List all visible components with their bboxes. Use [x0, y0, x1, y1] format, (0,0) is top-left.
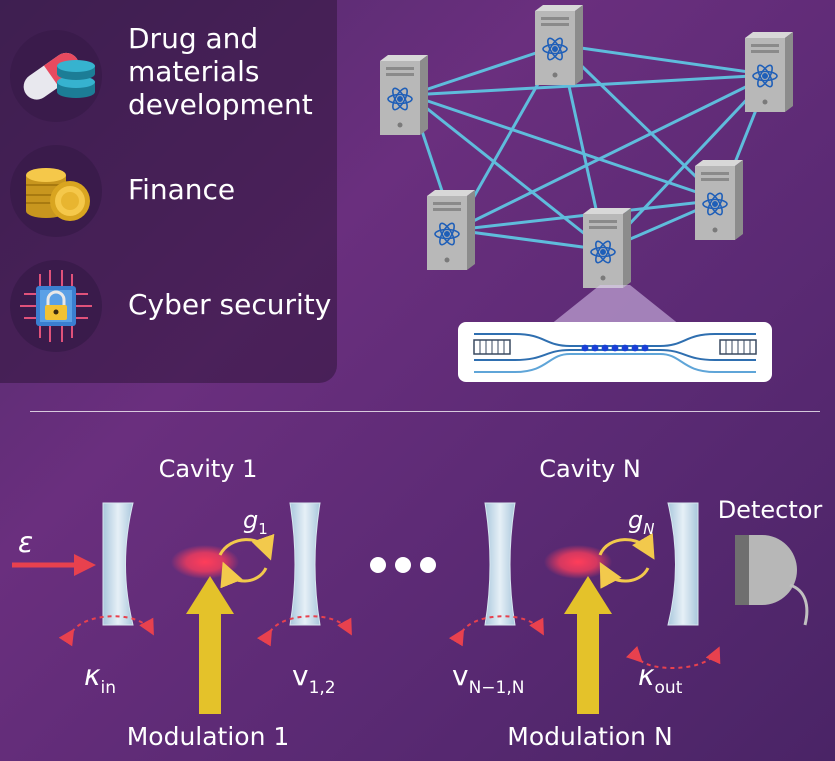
ion: [611, 344, 619, 352]
modulation-arrow-n: [564, 576, 612, 714]
server-atom-icon: [583, 208, 632, 288]
mirror-input: [102, 502, 134, 626]
mirror-1-2: [289, 502, 321, 626]
atom-n: [544, 545, 612, 579]
server-atom-icon: [427, 190, 476, 270]
coupling-g1-label: g1: [243, 506, 268, 538]
input-field-label: ε: [18, 526, 33, 559]
coupling-arrow-n: [598, 532, 655, 589]
applications-panel: Drug and materials development Finance: [0, 0, 337, 383]
modulation-arrow-1: [186, 576, 234, 714]
modulation-1-label: Modulation 1: [127, 722, 290, 751]
app-label-drug: Drug and materials development: [128, 22, 313, 121]
kappa-out-arrow: [625, 645, 721, 669]
detector-icon: [735, 535, 809, 626]
kappa-in-arrow: [58, 615, 154, 647]
chip-lock-icon: [10, 260, 102, 352]
server-atom-icon: [380, 55, 429, 135]
coupling-gn-label: gN: [628, 506, 654, 538]
app-label-cyber: Cyber security: [128, 288, 332, 321]
nu-n-arrow: [448, 615, 544, 647]
trapped-ions: [581, 344, 649, 352]
mirror-n-1-n: [484, 502, 516, 626]
kappa-out-label: κout: [638, 659, 683, 698]
nu-n-label: vN−1,N: [452, 659, 524, 698]
ion: [641, 344, 649, 352]
pill-icon: [10, 30, 102, 122]
server-atom-icon: [745, 32, 794, 112]
cavity-1-label: Cavity 1: [159, 455, 258, 483]
coins-icon: [10, 145, 102, 237]
cavity-n-label: Cavity N: [539, 455, 641, 483]
ion: [631, 344, 639, 352]
detector-label: Detector: [718, 496, 823, 524]
network-links: [408, 43, 772, 252]
ion: [621, 344, 629, 352]
app-label-finance: Finance: [128, 173, 236, 206]
server-atom-icon: [695, 160, 744, 240]
zoom-cone: [550, 285, 680, 325]
nu-12-arrow: [256, 615, 352, 647]
ellipsis-icon: [370, 557, 436, 573]
coupling-arrow-1: [218, 533, 275, 589]
mirror-output: [667, 502, 699, 626]
section-divider: [30, 411, 820, 412]
ion: [581, 344, 589, 352]
modulation-n-label: Modulation N: [507, 722, 672, 751]
nu-12-label: v1,2: [292, 659, 336, 698]
ion: [591, 344, 599, 352]
ion: [601, 344, 609, 352]
server-atom-icon: [535, 5, 584, 85]
ion-trap-card: [458, 322, 772, 382]
kappa-in-label: κin: [84, 659, 116, 698]
